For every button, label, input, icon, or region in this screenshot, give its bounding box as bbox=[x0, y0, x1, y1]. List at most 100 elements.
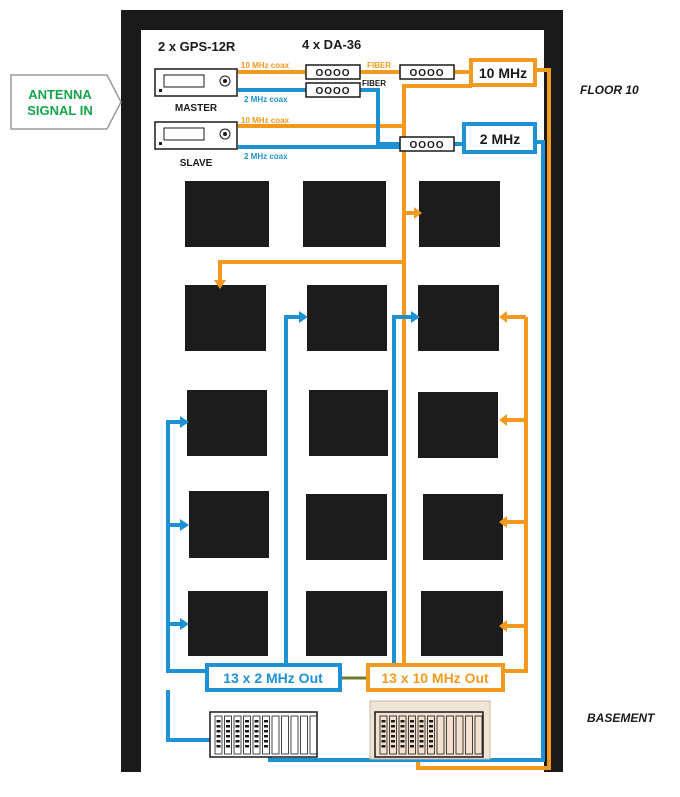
rack-connector bbox=[264, 740, 268, 743]
rack-connector bbox=[254, 745, 259, 748]
rack-connector bbox=[381, 720, 386, 723]
rack-connector bbox=[235, 720, 240, 723]
svg-text:OOOO: OOOO bbox=[315, 68, 350, 79]
rack-connector bbox=[264, 735, 268, 738]
rack-connector bbox=[381, 745, 386, 748]
rack-connector bbox=[419, 745, 424, 748]
rack-card-slot bbox=[262, 715, 270, 755]
room bbox=[419, 181, 500, 247]
rack-connector bbox=[391, 740, 395, 743]
rack-connector bbox=[264, 720, 268, 723]
rack-card-slot bbox=[290, 715, 299, 755]
rack-card-slot bbox=[243, 715, 251, 755]
floor-10-label: FLOOR 10 bbox=[580, 83, 639, 97]
rack-connector bbox=[400, 725, 405, 728]
rack-connector bbox=[400, 720, 405, 723]
two-mhz-label: 2 MHz bbox=[480, 131, 520, 147]
rack-card-slot bbox=[224, 715, 232, 755]
da-36-unit: OOOO bbox=[305, 64, 361, 80]
rack-connector bbox=[391, 720, 395, 723]
rack-connector bbox=[245, 735, 249, 738]
antenna-arrow bbox=[10, 74, 122, 130]
rack-connector bbox=[216, 740, 221, 743]
rack-connector bbox=[264, 745, 268, 748]
rack-connector bbox=[410, 745, 414, 748]
rack-connector bbox=[245, 725, 249, 728]
ten-mhz-out-label: 13 x 10 MHz Out bbox=[381, 670, 489, 686]
two-mhz-box bbox=[462, 122, 537, 154]
rack-connector bbox=[391, 735, 395, 738]
rack-connector bbox=[429, 730, 433, 733]
rack-connector bbox=[235, 730, 240, 733]
rack-connector bbox=[381, 730, 386, 733]
rack-connector bbox=[254, 730, 259, 733]
rack-connector bbox=[381, 735, 386, 738]
rack-card-slot bbox=[408, 715, 416, 755]
rack-connector bbox=[400, 730, 405, 733]
room bbox=[421, 591, 503, 656]
rack-connector bbox=[410, 720, 414, 723]
rack-connector bbox=[400, 745, 405, 748]
rack-connector bbox=[400, 740, 405, 743]
rack-connector bbox=[235, 745, 240, 748]
rack-connector bbox=[254, 720, 259, 723]
svg-text:OOOO: OOOO bbox=[315, 86, 350, 97]
room bbox=[185, 181, 269, 247]
arrowheads-10mhz bbox=[214, 207, 507, 632]
da-36-unit: OOOO bbox=[399, 136, 455, 152]
rack-connector bbox=[235, 725, 240, 728]
rack-connector bbox=[429, 720, 433, 723]
rack-connector bbox=[226, 735, 230, 738]
rack-card-slot bbox=[214, 715, 223, 755]
rack-connector bbox=[226, 730, 230, 733]
rack-connector bbox=[410, 735, 414, 738]
rack-card-slot bbox=[281, 715, 289, 755]
rack-connector bbox=[264, 725, 268, 728]
rack-connector bbox=[226, 740, 230, 743]
master-label: MASTER bbox=[175, 103, 218, 114]
da-36-unit: OOOO bbox=[399, 64, 455, 80]
rack-card-slot bbox=[436, 715, 445, 755]
rack-connector bbox=[419, 735, 424, 738]
rack-card-slot bbox=[389, 715, 397, 755]
rack-10mhz bbox=[369, 700, 491, 760]
rack-card-slot bbox=[398, 715, 407, 755]
rack-connector bbox=[254, 735, 259, 738]
room bbox=[307, 285, 387, 351]
cable-label: 10 MHz coax bbox=[241, 116, 290, 125]
rack-connector bbox=[381, 740, 386, 743]
gps-master-unit bbox=[154, 68, 238, 97]
rack-card-slot bbox=[474, 715, 483, 755]
cable-label: 2 MHz coax bbox=[244, 152, 288, 161]
rack-card-slot bbox=[427, 715, 435, 755]
rack-connector bbox=[254, 740, 259, 743]
basement-label: BASEMENT bbox=[587, 711, 656, 725]
two-mhz-out-box bbox=[205, 663, 342, 692]
antenna-label: ANTENNA bbox=[28, 87, 92, 102]
arrowheads-2mhz bbox=[180, 311, 420, 630]
room bbox=[418, 392, 498, 458]
room bbox=[306, 591, 387, 656]
rack-connector bbox=[245, 745, 249, 748]
rack-connector bbox=[381, 725, 386, 728]
rack-card-slot bbox=[465, 715, 473, 755]
rack-2mhz bbox=[209, 711, 318, 758]
room bbox=[423, 494, 503, 560]
rack-connector bbox=[391, 725, 395, 728]
ten-mhz-box bbox=[469, 58, 537, 87]
rack-connector bbox=[216, 730, 221, 733]
svg-text:OOOO: OOOO bbox=[409, 140, 444, 151]
rack-connector bbox=[429, 725, 433, 728]
rack-connector bbox=[410, 730, 414, 733]
rack-connector bbox=[419, 730, 424, 733]
rack-connector bbox=[419, 740, 424, 743]
rack-connector bbox=[391, 730, 395, 733]
rack-connector bbox=[216, 720, 221, 723]
rack-connector bbox=[226, 745, 230, 748]
fiber-label: FIBER bbox=[362, 79, 386, 88]
cable-label: 2 MHz coax bbox=[244, 95, 288, 104]
rack-card-slot bbox=[233, 715, 242, 755]
rack-connector bbox=[429, 735, 433, 738]
rack-connector bbox=[235, 740, 240, 743]
